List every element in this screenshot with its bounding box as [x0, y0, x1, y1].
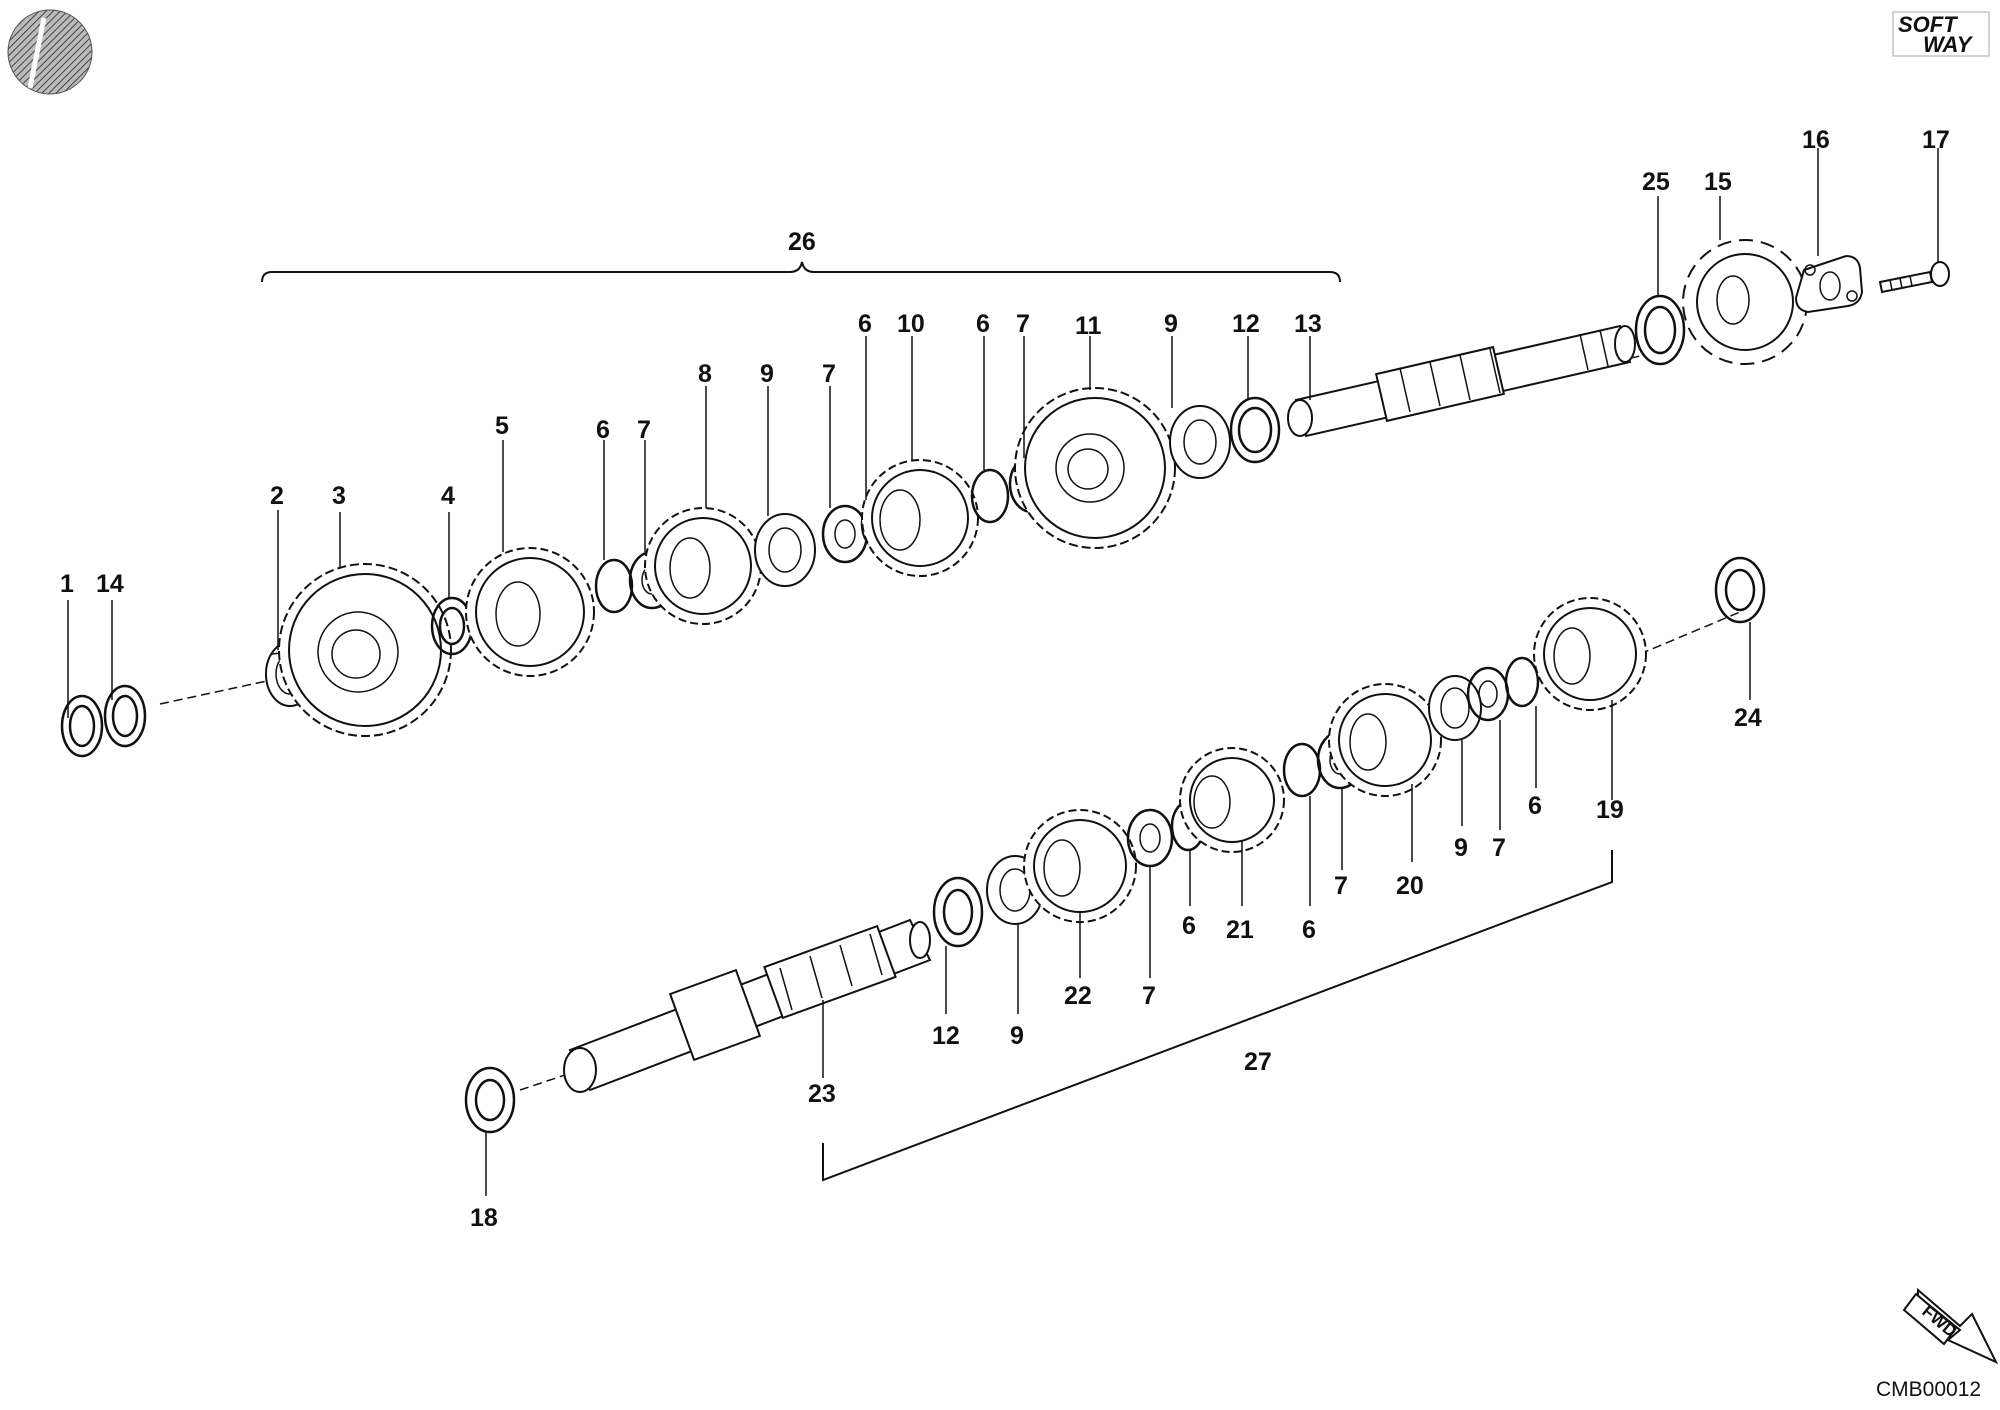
logo-line2: WAY: [1923, 32, 1974, 57]
softway-logo: SOFT WAY: [1892, 11, 1990, 57]
callout-8: 8: [698, 360, 712, 388]
lower-shaft-axis: [519, 611, 1741, 1091]
bracket-27: [822, 850, 1613, 1182]
part-7-washer-b: [821, 504, 869, 564]
callout-5: 5: [495, 412, 509, 440]
part-6-circlip-c: [970, 468, 1010, 524]
part-14-washer: [103, 684, 147, 748]
part-6-circlip-a: [594, 558, 634, 614]
drawing-code: CMB00012: [1876, 1378, 1981, 1401]
callout-21: 21: [1226, 916, 1254, 944]
callout-12-a: 12: [1232, 310, 1260, 338]
part-6-circlip-f: [1282, 742, 1322, 798]
callout-6-a: 6: [596, 416, 610, 444]
part-25-ring: [1634, 294, 1686, 366]
callout-19: 19: [1596, 796, 1624, 824]
callout-13: 13: [1294, 310, 1322, 338]
part-3-gear: [278, 563, 452, 737]
callout-6-c: 6: [976, 310, 990, 338]
callout-9-b: 9: [1164, 310, 1178, 338]
callout-24: 24: [1734, 704, 1762, 732]
callout-20: 20: [1396, 872, 1424, 900]
callout-1: 1: [60, 570, 74, 598]
callout-17: 17: [1922, 126, 1950, 154]
corner-badge-icon: [7, 9, 93, 95]
callout-labels: 1 14 2 3 4 5 6 7 8 9 7 6 10 6 7 11 9 12 …: [60, 126, 1950, 1232]
part-7-washer-f: [1126, 808, 1174, 868]
callout-27: 27: [1244, 1048, 1272, 1076]
part-6-circlip-d: [1504, 656, 1540, 708]
callout-15: 15: [1704, 168, 1732, 196]
callout-18: 18: [470, 1204, 498, 1232]
callout-12-b: 12: [932, 1022, 960, 1050]
part-13-main-shaft: [1287, 324, 1636, 438]
part-10-gear: [861, 459, 979, 577]
callout-6-f: 6: [1182, 912, 1196, 940]
part-20-gear: [1328, 683, 1442, 797]
callout-26: 26: [788, 228, 816, 256]
part-18-washer: [464, 1066, 516, 1134]
callout-7-d: 7: [1492, 834, 1506, 862]
callout-2: 2: [270, 482, 284, 510]
part-12-washer-b: [932, 876, 984, 948]
forward-arrow-icon: FWD: [1902, 1287, 1999, 1365]
callout-7-f: 7: [1142, 982, 1156, 1010]
part-22-gear: [1023, 809, 1137, 923]
part-17-screw: [1878, 261, 1950, 294]
part-15-sprocket: [1682, 239, 1808, 365]
part-23-layshaft: [563, 918, 932, 1093]
logo-line1: SOFT: [1898, 12, 1958, 37]
callout-9-d: 9: [1010, 1022, 1024, 1050]
part-9-needle-bearing-b: [1169, 405, 1231, 479]
callout-10: 10: [897, 310, 925, 338]
callout-22: 22: [1064, 982, 1092, 1010]
callout-25: 25: [1642, 168, 1670, 196]
callout-14: 14: [96, 570, 124, 598]
callout-7-a: 7: [637, 416, 651, 444]
part-5-gear: [465, 547, 595, 677]
callout-7-c: 7: [1016, 310, 1030, 338]
callout-16: 16: [1802, 126, 1830, 154]
part-1-washer: [60, 694, 104, 758]
callout-9-a: 9: [760, 360, 774, 388]
part-21-gear: [1179, 747, 1285, 853]
leader-lines: [67, 148, 1939, 1196]
callout-23: 23: [808, 1080, 836, 1108]
part-24-washer: [1714, 556, 1766, 624]
callout-4: 4: [441, 482, 455, 510]
part-9-needle-bearing-c: [1428, 675, 1482, 741]
part-12-washer-a: [1229, 396, 1281, 464]
part-9-needle-bearing-a: [754, 513, 816, 587]
callout-6-b: 6: [858, 310, 872, 338]
part-8-gear: [644, 507, 762, 625]
callout-7-b: 7: [822, 360, 836, 388]
callout-9-c: 9: [1454, 834, 1468, 862]
bracket-26: [261, 261, 1341, 283]
part-19-gear: [1533, 597, 1647, 711]
callout-6-d: 6: [1528, 792, 1542, 820]
callout-11: 11: [1075, 312, 1102, 340]
callout-3: 3: [332, 482, 346, 510]
part-11-gear: [1014, 387, 1176, 549]
callout-7-e: 7: [1334, 872, 1348, 900]
part-16-retainer-plate: [1794, 254, 1864, 314]
callout-6-e: 6: [1302, 916, 1316, 944]
